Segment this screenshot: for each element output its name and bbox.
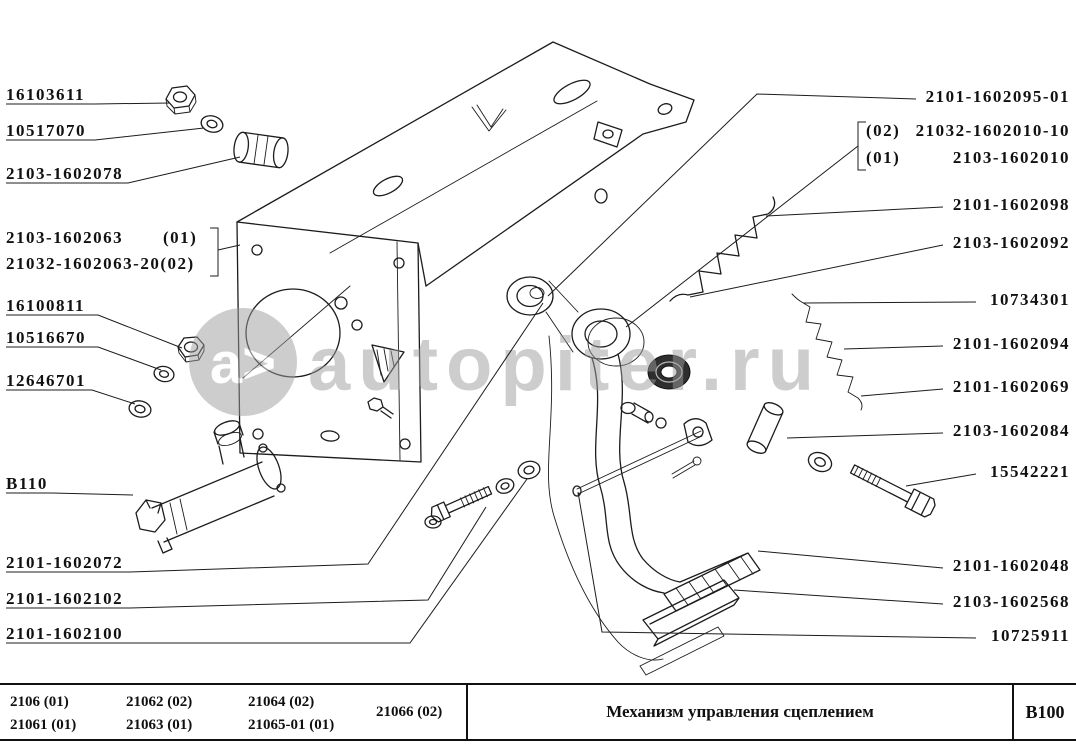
part-variant-label: (01) xyxy=(163,228,197,247)
model-code: 21064 (02) xyxy=(248,694,315,710)
clutch-pedal xyxy=(591,353,761,612)
part-number-label: 2101-1602098 xyxy=(953,195,1070,214)
pedal-shaft-hub xyxy=(506,276,645,367)
washer-lower-1 xyxy=(153,365,175,383)
part-number-label: 2103-1602568 xyxy=(953,592,1070,611)
part-number-label: 12646701 xyxy=(6,371,86,390)
part-variant-label: (01) xyxy=(866,148,900,167)
part-labels: 16103611 10517070 2103-1602078 2103-1602… xyxy=(6,85,1070,645)
part-number-label: 21032-1602010-10 xyxy=(916,121,1070,140)
part-number-label: 2103-1602078 xyxy=(6,164,123,183)
part-number-label: 10517070 xyxy=(6,121,86,140)
washer-bolt xyxy=(807,451,833,473)
model-code: 21063 (01) xyxy=(126,717,193,733)
return-spring-large xyxy=(669,196,776,302)
part-number-label: 2103-1602063 xyxy=(6,228,123,247)
washer-upper xyxy=(200,115,224,133)
mount-bolt-small xyxy=(430,485,493,523)
pedal-outline-lower xyxy=(548,335,725,676)
leader-lines xyxy=(6,93,977,644)
watermark-logo-circle xyxy=(189,308,297,416)
section-code: В100 xyxy=(1025,701,1065,722)
model-code: 21065-01 (01) xyxy=(248,717,335,733)
part-number-label: 2103-1602010 xyxy=(953,148,1070,167)
spacer-sleeve xyxy=(746,402,784,454)
part-number-label: 2103-1602084 xyxy=(953,421,1070,440)
bushing-spool xyxy=(233,131,289,169)
washer-mid xyxy=(517,460,541,480)
watermark-text: autopiter.ru xyxy=(308,322,822,407)
nut-small xyxy=(424,515,442,529)
rubber-bushing xyxy=(647,354,691,390)
part-variant-label: (02) xyxy=(866,121,900,140)
model-code: 2106 (01) xyxy=(10,694,69,710)
part-number-label: 16103611 xyxy=(6,85,85,104)
model-code: 21061 (01) xyxy=(10,717,77,733)
diagram-title: Механизм управления сцеплением xyxy=(468,685,1014,739)
pedal-pad-rubber xyxy=(642,579,740,647)
part-number-label: 10734301 xyxy=(990,290,1070,309)
watermark-logo-icon: a> xyxy=(210,331,276,396)
watermark: a> autopiter.ru xyxy=(189,308,822,416)
legend-table: 2106 (01) 21061 (01) 21062 (02) 21063 (0… xyxy=(0,683,1076,741)
part-number-label: 15542221 xyxy=(990,462,1070,481)
pivot-bolt xyxy=(849,464,936,518)
part-number-label: 2101-1602102 xyxy=(6,589,123,608)
part-number-label: 21032-1602063-20(02) xyxy=(6,254,195,273)
model-codes-col3: 21064 (02) 21065-01 (01) xyxy=(240,685,372,739)
part-number-label: 2101-1602100 xyxy=(6,624,123,643)
part-number-label: 10516670 xyxy=(6,328,86,347)
part-number-label: 2101-1602048 xyxy=(953,556,1070,575)
model-codes-col4: 21066 (02) xyxy=(372,685,468,739)
part-number-label: 10725911 xyxy=(991,626,1070,645)
part-number-label: 16100811 xyxy=(6,296,85,315)
washer-lower-2 xyxy=(128,400,152,418)
hex-nut-upper xyxy=(165,85,197,115)
pushrod-pin-link xyxy=(572,401,713,497)
part-number-label: В110 xyxy=(6,474,48,493)
part-number-label: 2101-1602095-01 xyxy=(926,87,1070,106)
model-codes-col2: 21062 (02) 21063 (01) xyxy=(118,685,240,739)
model-code: 21066 (02) xyxy=(376,703,443,720)
part-number-label: 2101-1602094 xyxy=(953,334,1070,353)
servo-spring xyxy=(791,293,863,411)
model-codes-col1: 2106 (01) 21061 (01) xyxy=(0,685,118,739)
pedal-bracket xyxy=(236,41,695,463)
part-number-label: 2101-1602072 xyxy=(6,553,123,572)
part-number-label: 2103-1602092 xyxy=(953,233,1070,252)
model-code: 21062 (02) xyxy=(126,694,193,710)
spring-washer-small xyxy=(495,478,515,494)
master-cylinder xyxy=(135,420,286,554)
part-number-label: 2101-1602069 xyxy=(953,377,1070,396)
